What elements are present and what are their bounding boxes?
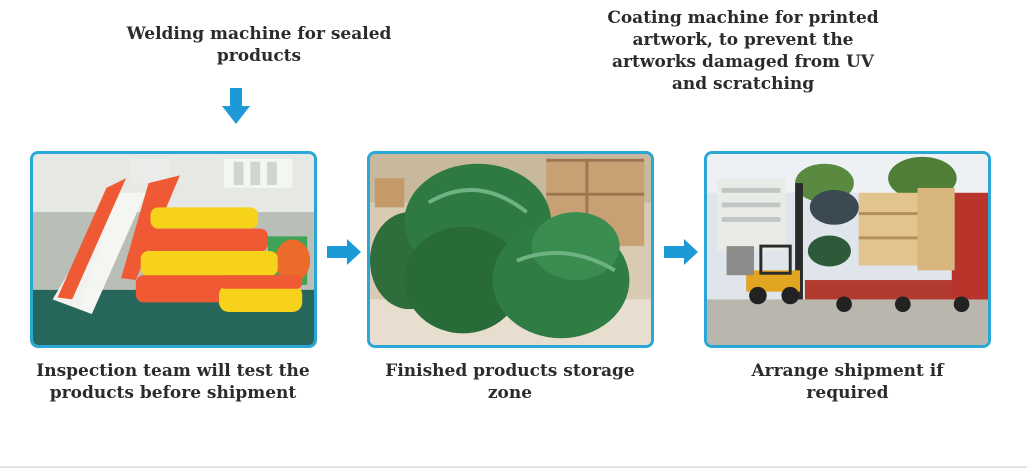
welding-caption: Welding machine for sealed products — [126, 24, 392, 66]
arrow-right-icon — [664, 239, 698, 265]
inspection-caption: Inspection team will test the products b… — [36, 361, 310, 403]
arrow-right-icon — [327, 239, 361, 265]
divider — [0, 466, 1027, 468]
storage-caption: Finished products storage zone — [385, 361, 635, 403]
storage-photo — [367, 151, 654, 348]
arrow-down-icon — [222, 88, 250, 124]
coating-caption: Coating machine for printed artwork, to … — [607, 8, 879, 94]
shipment-photo — [704, 151, 991, 348]
shipment-caption: Arrange shipment if required — [751, 361, 944, 403]
inspection-photo — [30, 151, 317, 348]
